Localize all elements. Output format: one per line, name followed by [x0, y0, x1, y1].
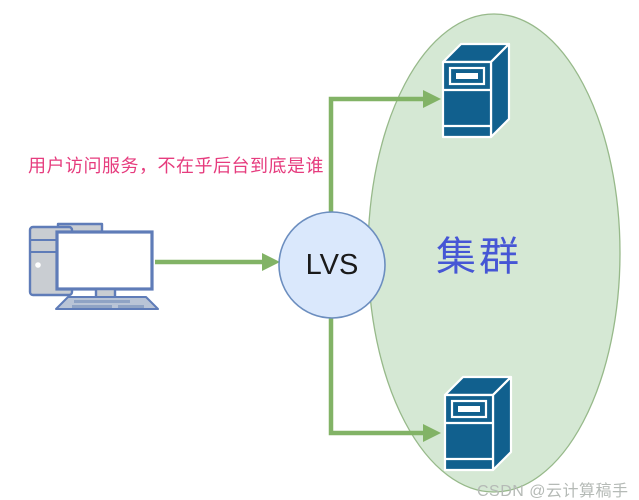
lvs-node-label: LVS: [305, 248, 359, 281]
server-icon-top: [441, 42, 511, 139]
arrow-lvs-to-top-server: [328, 90, 441, 265]
server-icon-bottom: [443, 375, 513, 472]
caption-text: 用户访问服务，不在乎后台到底是谁: [28, 156, 324, 176]
desktop-computer-icon: [28, 222, 159, 310]
watermark: CSDN @云计算稿手: [477, 483, 629, 500]
computer-monitor: [55, 230, 154, 291]
lvs-node-circle: [278, 211, 386, 319]
arrow-client-to-lvs: [155, 253, 280, 271]
power-button-dot: [35, 262, 41, 268]
arrow-lvs-to-bottom-server: [328, 265, 441, 442]
cluster-label: 集群: [436, 235, 522, 279]
